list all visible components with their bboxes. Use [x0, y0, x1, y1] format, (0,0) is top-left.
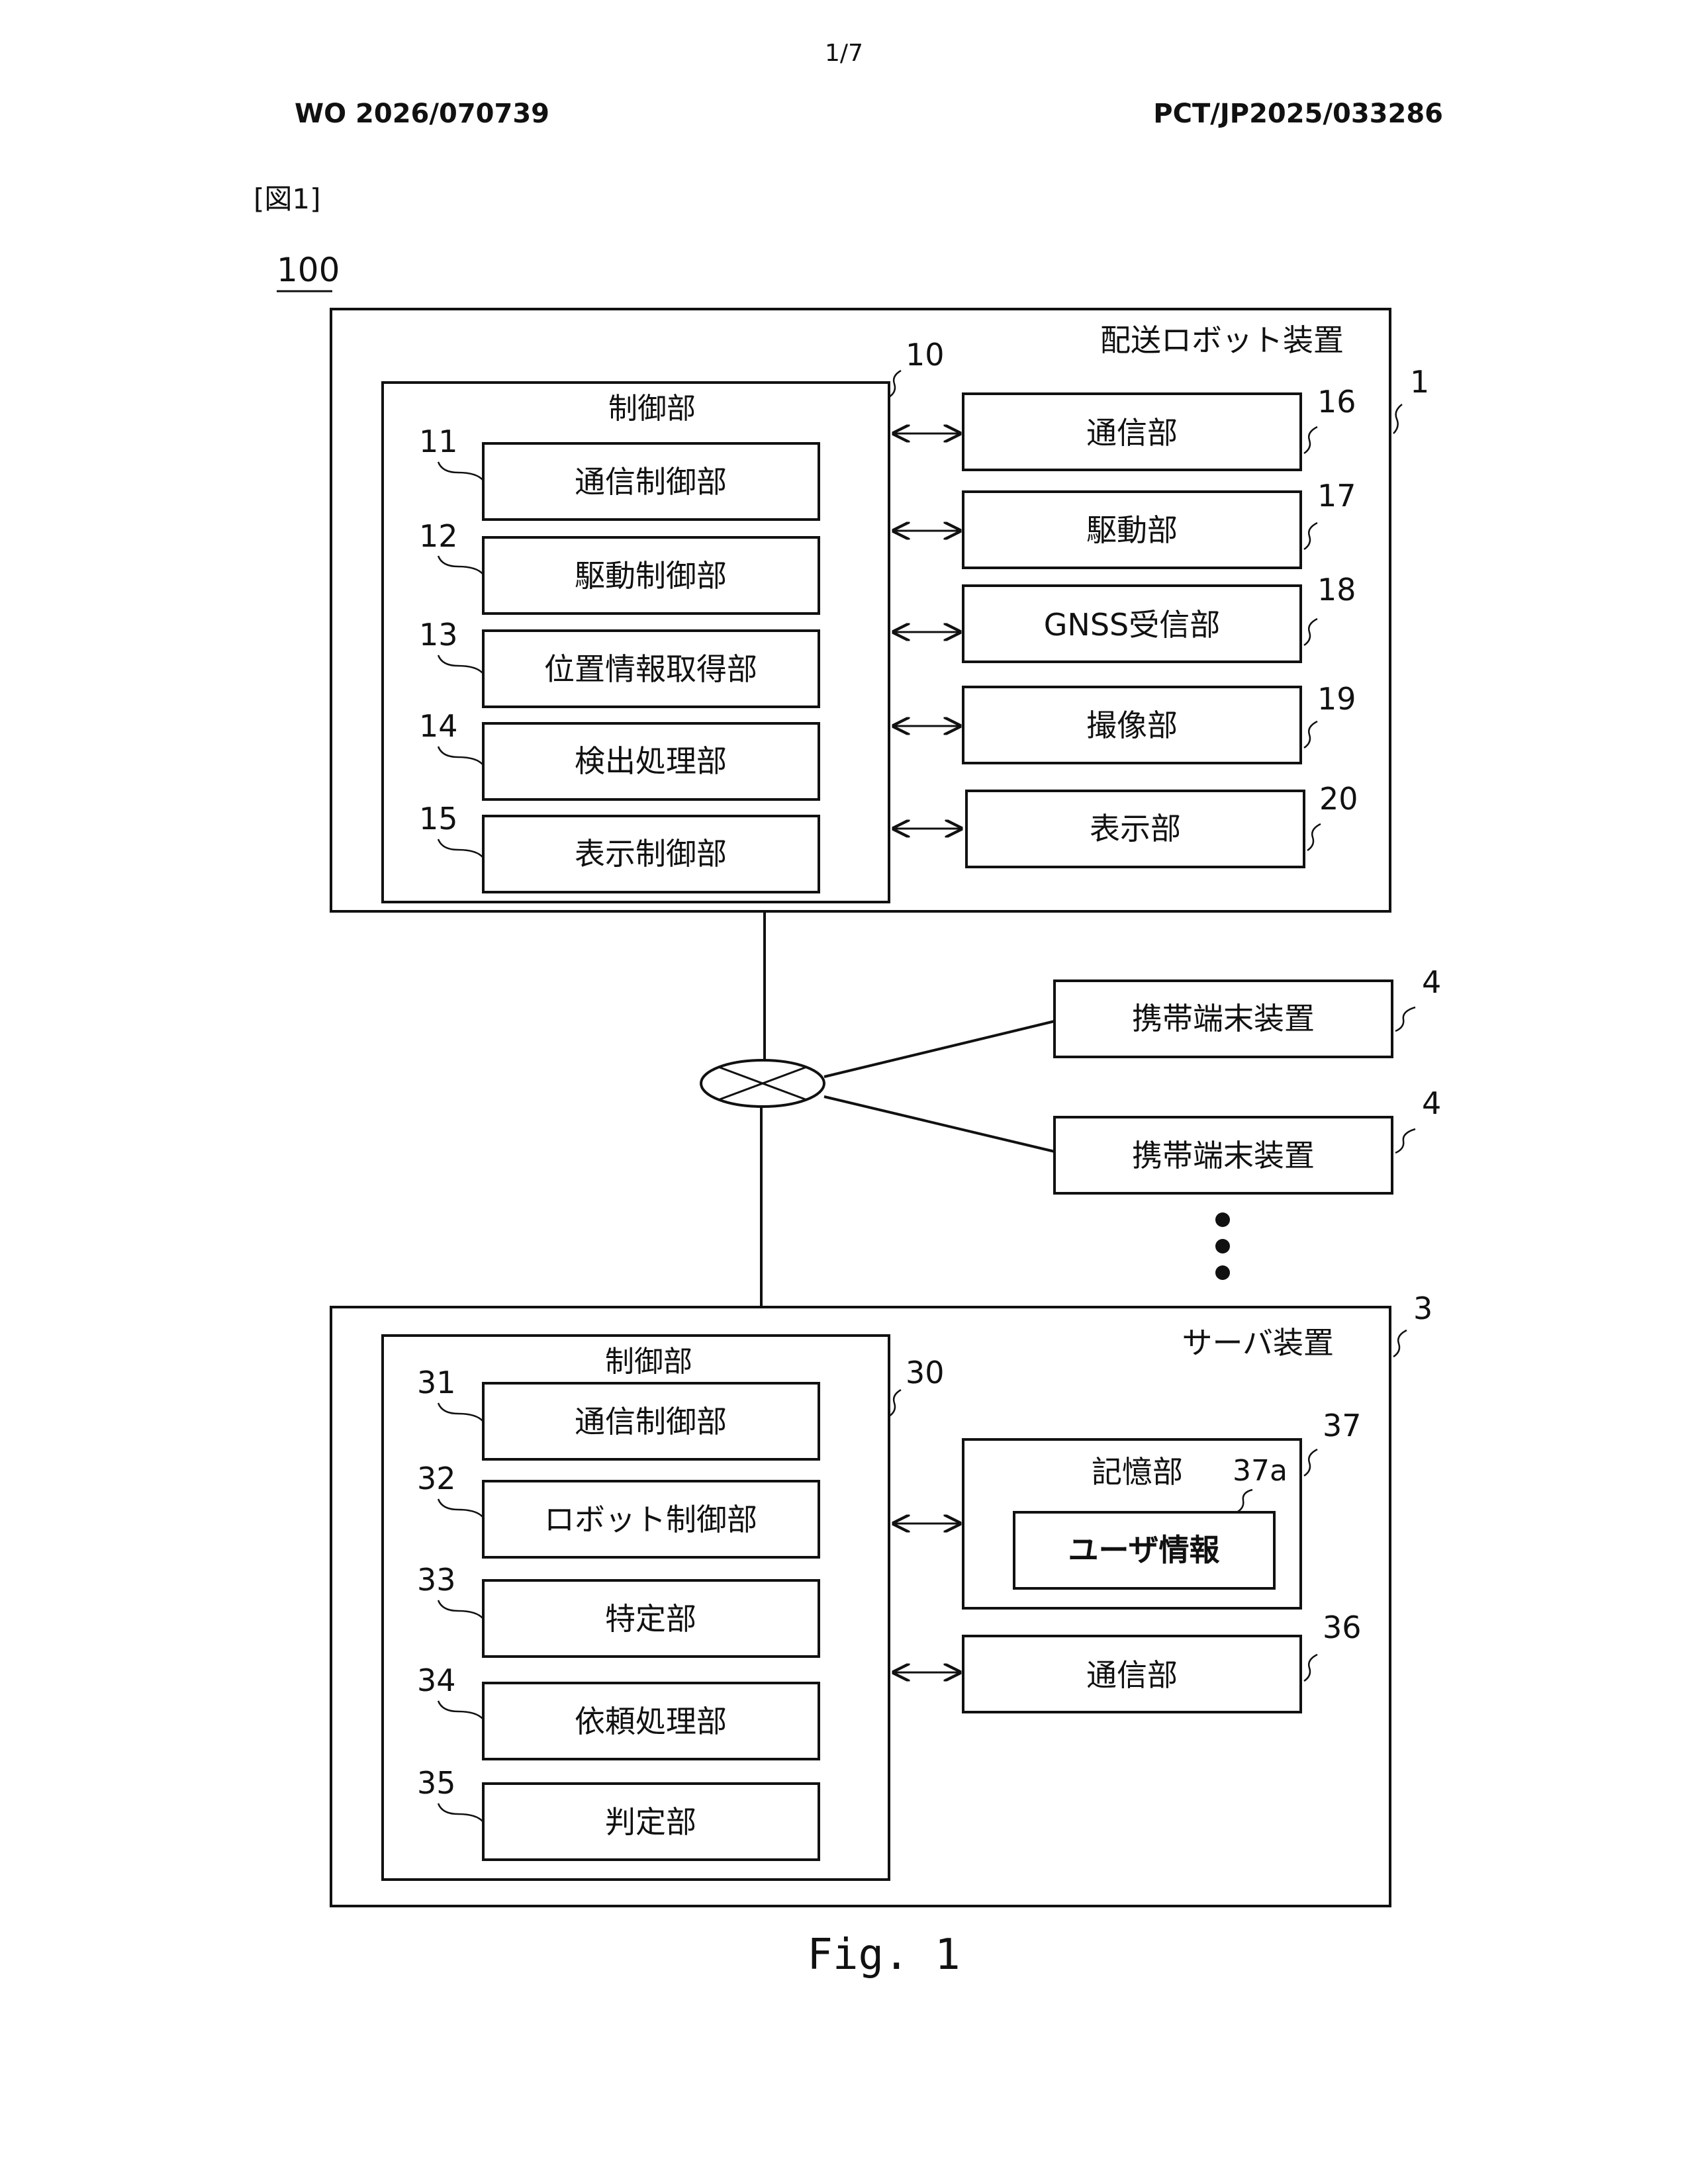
ellipsis-dot: [1215, 1212, 1230, 1227]
ellipsis-dot: [1215, 1265, 1230, 1280]
robot-peripheral-label: 撮像部: [1086, 707, 1178, 743]
mobile-terminal-1: 携帯端末装置 4: [1055, 964, 1441, 1057]
robot-unit-label: 表示制御部: [575, 836, 727, 872]
robot-peripheral-19: 撮像部 19: [894, 681, 1356, 763]
robot-control-title: 制御部: [608, 392, 696, 426]
figure-label: [図1]: [254, 183, 321, 215]
robot-peripheral-ref: 16: [1317, 384, 1356, 420]
robot-unit-ref: 12: [419, 518, 458, 554]
storage-ref: 37: [1323, 1408, 1362, 1443]
robot-peripheral-label: GNSS受信部: [1044, 607, 1220, 643]
server-control-title: 制御部: [605, 1345, 692, 1379]
mobile-terminal-label: 携帯端末装置: [1132, 1138, 1315, 1173]
figure-caption: Fig. 1: [807, 1931, 960, 1979]
server-device-ref-leader: [1393, 1330, 1407, 1357]
robot-control-ref: 10: [906, 337, 945, 373]
user-info-ref: 37a: [1233, 1454, 1288, 1488]
storage-title: 記憶部: [1092, 1454, 1183, 1490]
network-icon: [701, 1060, 824, 1107]
robot-peripheral-label: 駆動部: [1086, 512, 1178, 548]
robot-unit-label: 検出処理部: [575, 743, 727, 779]
robot-unit-label: 位置情報取得部: [544, 651, 757, 687]
robot-unit-ref: 14: [419, 708, 458, 744]
robot-device-title: 配送ロボット装置: [1100, 322, 1344, 358]
application-number: PCT/JP2025/033286: [1153, 99, 1443, 129]
user-info-label: ユーザ情報: [1068, 1532, 1219, 1568]
server-comm-label: 通信部: [1086, 1657, 1178, 1693]
ellipsis-dot: [1215, 1239, 1230, 1253]
server-unit-label: ロボット制御部: [544, 1502, 757, 1537]
robot-peripheral-ref: 17: [1317, 478, 1356, 514]
terminal-link: [824, 1021, 1055, 1077]
publication-number: WO 2026/070739: [295, 99, 549, 129]
server-unit-label: 依頼処理部: [575, 1704, 727, 1739]
server-unit-ref: 31: [417, 1365, 456, 1400]
server-device-ref: 3: [1413, 1291, 1432, 1326]
robot-device-ref: 1: [1410, 364, 1429, 400]
mobile-terminal-ref: 4: [1422, 964, 1441, 1000]
ellipsis-dots-icon: [1215, 1212, 1230, 1280]
server-unit-ref: 32: [417, 1461, 456, 1496]
robot-unit-ref: 13: [419, 617, 458, 653]
server-unit-ref: 35: [417, 1765, 456, 1801]
server-control-ref: 30: [906, 1355, 945, 1390]
robot-peripheral-label: 表示部: [1090, 811, 1181, 846]
robot-peripheral-label: 通信部: [1086, 415, 1178, 451]
server-unit-ref: 34: [417, 1662, 456, 1698]
server-comm-ref: 36: [1323, 1610, 1362, 1645]
terminal-link: [824, 1097, 1055, 1152]
robot-peripheral-16: 通信部 16: [894, 384, 1356, 470]
server-device-title: サーバ装置: [1182, 1325, 1334, 1361]
robot-peripheral-ref: 19: [1317, 681, 1356, 717]
mobile-terminal-ref: 4: [1422, 1085, 1441, 1121]
server-unit-label: 特定部: [605, 1601, 696, 1637]
mobile-terminal-ref-leader: [1395, 1129, 1415, 1153]
mobile-terminal-2: 携帯端末装置 4: [1055, 1085, 1441, 1193]
robot-peripheral-17: 駆動部 17: [894, 478, 1356, 568]
server-unit-label: 通信制御部: [575, 1404, 727, 1439]
robot-unit-label: 通信制御部: [575, 464, 727, 500]
robot-unit-label: 駆動制御部: [575, 558, 727, 594]
system-ref: 100: [277, 251, 340, 289]
robot-peripheral-ref: 20: [1319, 781, 1358, 817]
robot-device-ref-leader: [1393, 404, 1402, 433]
server-unit-ref: 33: [417, 1562, 456, 1598]
mobile-terminal-ref-leader: [1395, 1007, 1415, 1031]
robot-unit-ref: 15: [419, 801, 458, 837]
server-unit-label: 判定部: [605, 1804, 696, 1840]
robot-unit-ref: 11: [419, 424, 458, 459]
page-number: 1/7: [825, 40, 863, 67]
robot-peripheral-ref: 18: [1317, 572, 1356, 608]
mobile-terminal-label: 携帯端末装置: [1132, 1001, 1315, 1036]
robot-peripheral-18: GNSS受信部 18: [894, 572, 1356, 662]
